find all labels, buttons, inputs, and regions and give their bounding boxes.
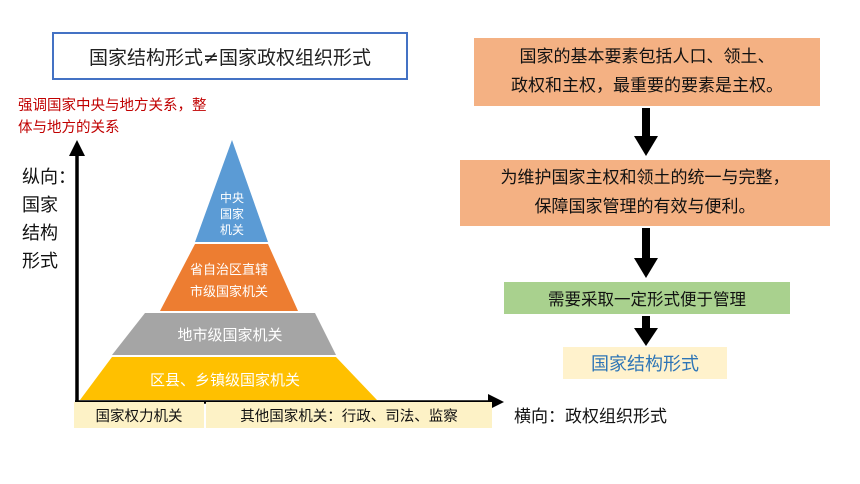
pyramid-level-prefectural bbox=[112, 313, 336, 355]
emphasis-note: 强调国家中央与地方关系，整体与地方的关系 bbox=[18, 98, 207, 136]
vertical-axis-arrow bbox=[69, 140, 85, 156]
horizontal-axis-label: 横向：政权组织形式 bbox=[514, 407, 667, 427]
horizontal-axis-arrow bbox=[488, 394, 504, 410]
flow-step-line: 为维护国家主权和领土的统一与完整， bbox=[500, 168, 790, 188]
vertical-axis-label-line: 纵向： bbox=[22, 167, 76, 188]
pyramid-label-provincial: 省自治区直辖 市级国家机关 bbox=[160, 258, 298, 306]
pyramid-label-line: 国家 bbox=[219, 207, 244, 221]
flow-arrow-2 bbox=[634, 228, 658, 278]
flow-arrow-3 bbox=[634, 316, 658, 346]
pyramid-label-prefectural: 地市级国家机关 bbox=[130, 320, 330, 348]
pyramid-label-central: 中央 国家 机关 bbox=[196, 188, 268, 240]
vertical-axis-label-line: 国家 bbox=[22, 195, 58, 216]
pyramid-label-county: 区县、乡镇级国家机关 bbox=[100, 365, 350, 393]
vertical-axis-label-line: 结构 bbox=[22, 223, 58, 244]
pyramid-label-line: 区县、乡镇级国家机关 bbox=[149, 370, 300, 389]
pyramid-level-provincial bbox=[160, 244, 298, 311]
flow-step-sovereignty: 国家的基本要素包括人口、领土、 政权和主权，最重要的要素是主权。 bbox=[474, 38, 820, 106]
flow-step-structure: 国家结构形式 bbox=[563, 347, 727, 379]
page-title: 国家结构形式≠国家政权组织形式 bbox=[52, 32, 408, 80]
pyramid-label-line: 市级国家机关 bbox=[189, 285, 268, 300]
power-organs-label: 国家权力机关 bbox=[74, 402, 204, 428]
flow-step-management: 需要采取一定形式便于管理 bbox=[504, 282, 790, 314]
flow-step-line: 国家的基本要素包括人口、领土、 bbox=[519, 47, 775, 67]
pyramid-level-county bbox=[80, 357, 377, 400]
flow-step-line: 保障国家管理的有效与便利。 bbox=[534, 197, 756, 217]
pyramid-label-line: 机关 bbox=[219, 223, 244, 237]
other-organs-label: 其他国家机关：行政、司法、监察 bbox=[206, 402, 492, 428]
vertical-axis-label: 纵向： 国家 结构 形式 bbox=[22, 164, 82, 276]
pyramid-label-line: 中央 bbox=[219, 191, 244, 205]
pyramid-level-central bbox=[195, 140, 268, 242]
vertical-axis-label-line: 形式 bbox=[22, 251, 58, 272]
flow-step-unity: 为维护国家主权和领土的统一与完整， 保障国家管理的有效与便利。 bbox=[460, 160, 830, 226]
flow-step-line: 政权和主权，最重要的要素是主权。 bbox=[511, 76, 783, 96]
flow-arrow-1 bbox=[634, 108, 658, 156]
pyramid-label-line: 地市级国家机关 bbox=[177, 325, 283, 344]
pyramid-label-line: 省自治区直辖 bbox=[189, 263, 268, 278]
